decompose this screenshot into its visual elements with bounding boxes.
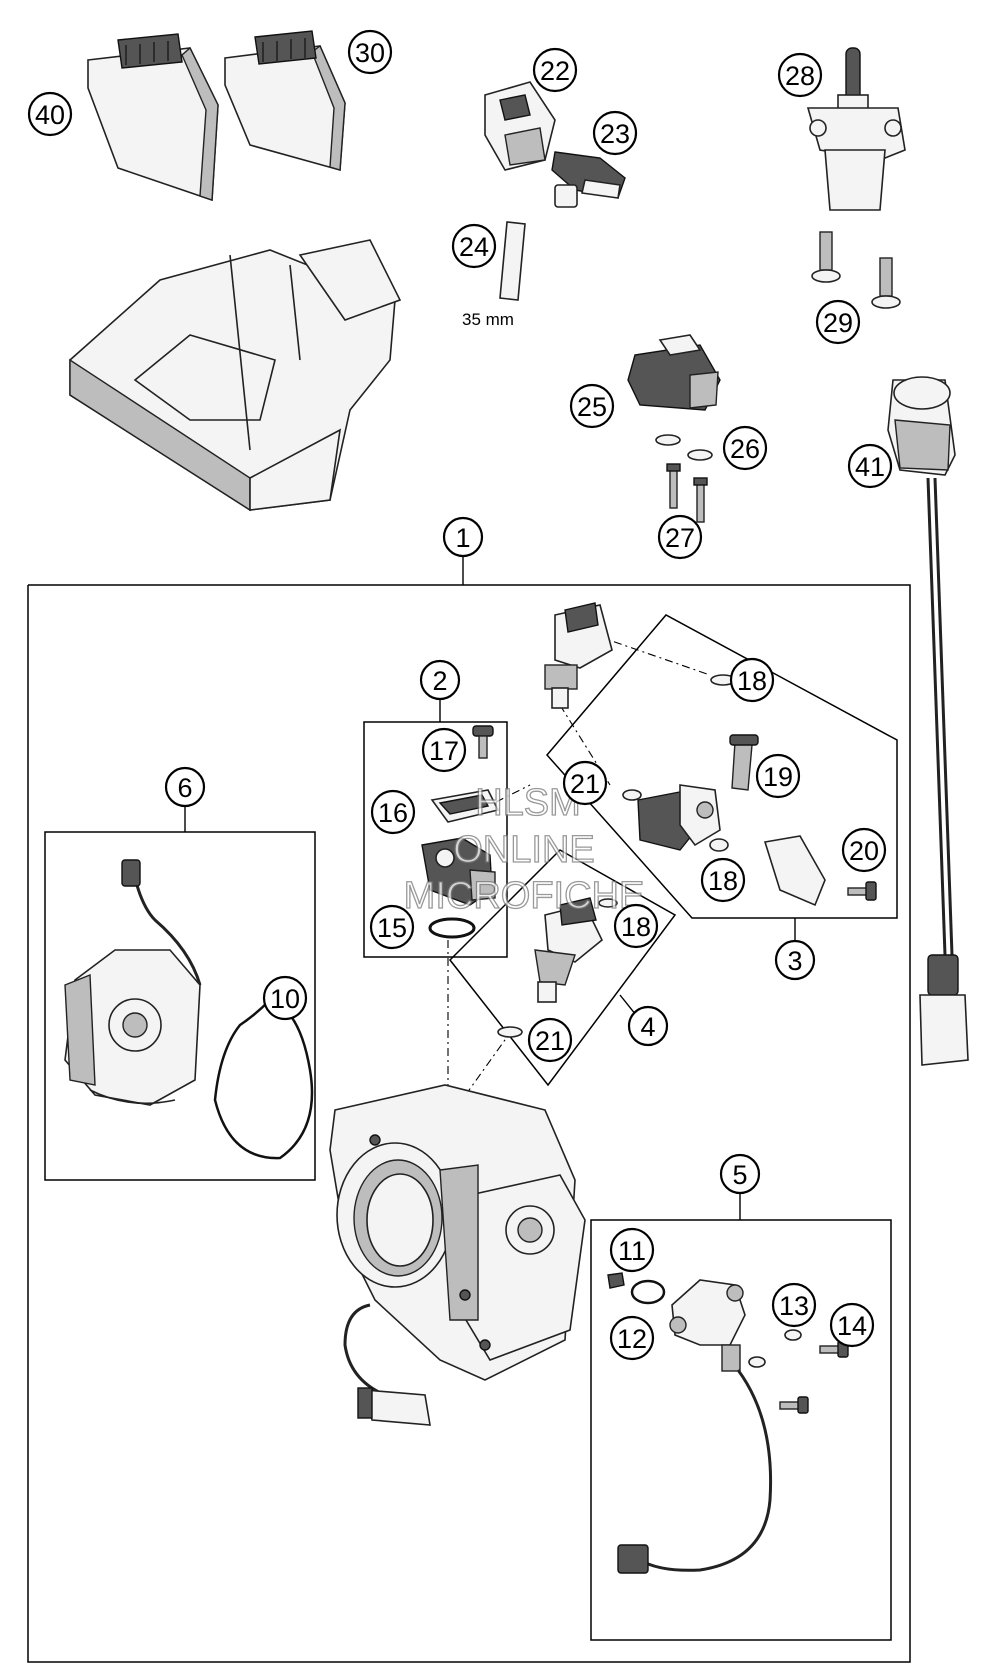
callout-19: 19 — [755, 753, 801, 799]
callout-17: 17 — [421, 727, 467, 773]
injector-top — [544, 602, 613, 709]
callout-26: 26 — [722, 425, 768, 471]
hose-length-label: 35 mm — [462, 310, 514, 329]
group-3-frame — [546, 614, 898, 940]
callout-27: 27 — [657, 514, 703, 560]
watermark-line-2: ONLINE — [453, 829, 594, 871]
callout-2-label: 2 — [432, 666, 447, 696]
callout-14-label: 14 — [837, 1311, 867, 1341]
callout-21-lower-label: 21 — [535, 1026, 565, 1056]
callout-41-label: 41 — [855, 452, 885, 482]
throttle-body — [329, 1084, 586, 1426]
callout-4-label: 4 — [640, 1012, 655, 1042]
callout-12-label: 12 — [617, 1324, 647, 1354]
callout-29-label: 29 — [823, 308, 853, 338]
injector-4 — [497, 897, 618, 1038]
o-ring-15 — [428, 917, 476, 939]
callout-5-label: 5 — [732, 1160, 747, 1190]
ecu-tray — [69, 239, 402, 512]
callout-11-label: 11 — [618, 1236, 646, 1266]
callout-40-label: 40 — [35, 100, 65, 130]
sensor-23 — [551, 151, 626, 208]
sensor-body-2 — [421, 837, 496, 906]
callout-13-label: 13 — [779, 1291, 809, 1321]
callout-10-label: 10 — [270, 984, 300, 1014]
callout-21-top: 21 — [562, 760, 608, 806]
callout-22-label: 22 — [540, 56, 570, 86]
gasket-16 — [430, 789, 500, 823]
callout-18-mid-label: 18 — [708, 866, 738, 896]
sensor-5 — [607, 1272, 849, 1574]
hose-24 — [499, 221, 526, 301]
callout-21-top-label: 21 — [570, 769, 600, 799]
sensor-41 — [887, 376, 969, 1066]
callout-12: 12 — [609, 1315, 655, 1361]
callout-16: 16 — [370, 789, 416, 835]
callout-15-label: 15 — [377, 913, 407, 943]
callout-14: 14 — [829, 1302, 875, 1348]
group-6-frame — [44, 805, 316, 1181]
callout-20-label: 20 — [849, 836, 879, 866]
callout-40: 40 — [27, 91, 73, 137]
callout-18-top: 18 — [729, 657, 775, 703]
callout-6-label: 6 — [177, 773, 192, 803]
callout-24: 24 — [451, 223, 497, 269]
callout-29: 29 — [815, 299, 861, 345]
callout-26-label: 26 — [730, 434, 760, 464]
group-5-frame — [590, 1192, 892, 1641]
callout-18-lower-label: 18 — [621, 912, 651, 942]
callout-6: 6 — [164, 766, 206, 808]
watermark-line-3: MICROFICHE — [404, 875, 645, 917]
callout-21-lower: 21 — [527, 1017, 573, 1063]
callout-5: 5 — [719, 1153, 761, 1195]
callout-23: 23 — [592, 110, 638, 156]
ecu-unit-40 — [87, 33, 219, 202]
callout-18-top-label: 18 — [737, 666, 767, 696]
callout-18-lower: 18 — [613, 903, 659, 949]
callout-2: 2 — [419, 659, 461, 701]
callout-3-label: 3 — [787, 946, 802, 976]
sensor-25 — [627, 334, 721, 411]
assembly-1-frame — [27, 555, 911, 1663]
callout-28: 28 — [777, 52, 823, 98]
callout-30: 30 — [347, 29, 393, 75]
screw-20 — [847, 881, 877, 901]
screw-19 — [729, 734, 759, 791]
callout-17-label: 17 — [429, 736, 459, 766]
washers-26 — [655, 434, 713, 461]
ecu-unit-30 — [224, 30, 346, 172]
callout-15: 15 — [369, 904, 415, 950]
sensor-28 — [806, 47, 906, 211]
callout-3: 3 — [774, 939, 816, 981]
callout-19-label: 19 — [763, 762, 793, 792]
callout-16-label: 16 — [378, 798, 408, 828]
screw-17 — [472, 725, 494, 759]
callout-24-label: 24 — [459, 232, 489, 262]
callout-27-label: 27 — [665, 523, 695, 553]
callout-1-label: 1 — [455, 523, 470, 553]
callout-25-label: 25 — [577, 392, 607, 422]
callout-1: 1 — [442, 516, 484, 558]
callout-41: 41 — [847, 443, 893, 489]
callout-4: 4 — [627, 1005, 669, 1047]
sensor-22 — [484, 81, 556, 171]
callout-22: 22 — [532, 47, 578, 93]
callout-25: 25 — [569, 383, 615, 429]
callout-11: 11 — [609, 1227, 655, 1273]
watermark: HLSM ONLINE MICROFICHE — [403, 781, 645, 917]
screws-27 — [666, 463, 708, 523]
callout-23-label: 23 — [600, 119, 630, 149]
callout-28-label: 28 — [785, 61, 815, 91]
callout-13: 13 — [771, 1282, 817, 1328]
gasket-10 — [213, 998, 314, 1160]
callout-30-label: 30 — [355, 38, 385, 68]
callout-20: 20 — [841, 827, 887, 873]
throttle-cover-6 — [64, 859, 202, 1106]
callout-10: 10 — [262, 975, 308, 1021]
callout-18-mid: 18 — [700, 857, 746, 903]
group-2-frame — [363, 700, 508, 958]
screws-29 — [811, 231, 901, 309]
injector-mount-3 — [622, 674, 826, 907]
